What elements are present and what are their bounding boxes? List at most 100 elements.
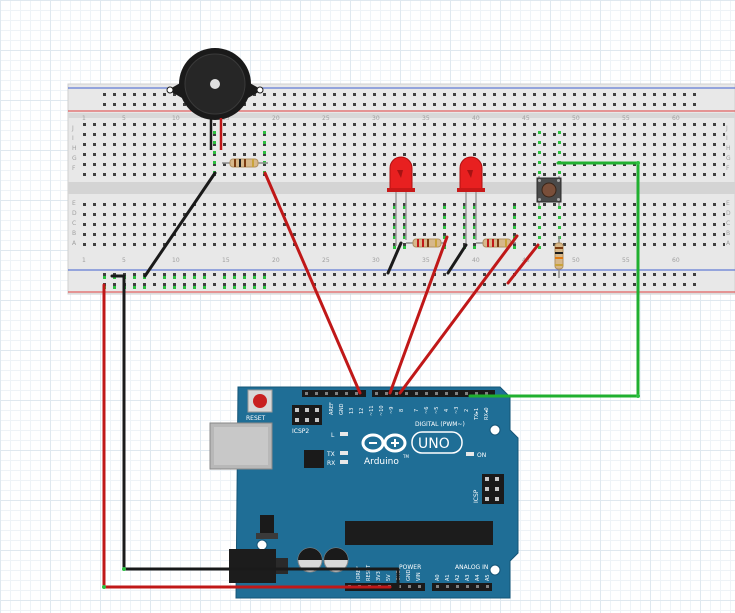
icsp2-label: ICSP2 bbox=[292, 428, 309, 435]
analog-pin-labels: A0 A1 A2 A3 A4 A5 bbox=[435, 574, 491, 581]
pin-label-a5: A5 bbox=[485, 574, 491, 581]
column-number: 40 bbox=[472, 115, 480, 122]
pin-label-10: ~10 bbox=[379, 405, 385, 416]
reset-label: RESET bbox=[246, 415, 266, 422]
pin-label-1: TX▸1 bbox=[474, 408, 480, 421]
row-letter: C bbox=[72, 220, 76, 227]
row-letter: G bbox=[72, 155, 77, 162]
dc-power-jack bbox=[229, 549, 276, 583]
column-number: 60 bbox=[672, 115, 680, 122]
row-letter: D bbox=[72, 210, 77, 217]
power-rail-bottom-holes bbox=[100, 273, 700, 290]
pin-label-4: 4 bbox=[444, 409, 450, 412]
column-number: 25 bbox=[322, 257, 330, 264]
resistor-buzzer[interactable] bbox=[222, 158, 268, 168]
pin-label-gnd-2: GND bbox=[406, 569, 412, 581]
column-number: 50 bbox=[572, 115, 580, 122]
pin-label-reset: RESET bbox=[366, 564, 372, 581]
reset-button[interactable] bbox=[247, 389, 273, 413]
column-number: 25 bbox=[322, 115, 330, 122]
wire-led2-pin9[interactable] bbox=[398, 234, 519, 395]
atmega-microcontroller bbox=[345, 521, 493, 545]
tx-led-label: TX bbox=[326, 451, 335, 458]
row-letter: A bbox=[72, 240, 77, 247]
column-number: 35 bbox=[422, 257, 430, 264]
red-led-2[interactable] bbox=[457, 156, 485, 246]
column-number: 1 bbox=[82, 257, 86, 264]
row-letter: B bbox=[726, 230, 730, 237]
pin-label-aref: AREF bbox=[329, 402, 335, 415]
column-numbers: 1 5 10 15 20 25 30 35 40 45 50 55 60 1 5… bbox=[82, 115, 680, 264]
row-letter: C bbox=[726, 220, 730, 227]
wire-button-5v[interactable] bbox=[506, 243, 540, 285]
trademark-label: TM bbox=[402, 454, 409, 459]
column-number: 50 bbox=[572, 257, 580, 264]
resistor-button[interactable] bbox=[554, 236, 564, 278]
wire-button-pin2[interactable] bbox=[468, 161, 640, 398]
row-letter: H bbox=[72, 145, 77, 152]
row-letter: E bbox=[726, 200, 730, 207]
on-led-label: ON bbox=[477, 452, 486, 459]
terminal-strip-bottom bbox=[80, 198, 725, 253]
row-letter: J bbox=[71, 125, 74, 132]
wire-buzzer-pin12[interactable] bbox=[263, 171, 362, 395]
wire-led2-gnd[interactable] bbox=[446, 243, 468, 275]
analog-label: ANALOG IN bbox=[455, 564, 488, 571]
row-letter: D bbox=[726, 210, 731, 217]
row-letter: G bbox=[726, 155, 731, 162]
l-led-indicator bbox=[340, 432, 348, 436]
arduino-uno-board: RESET ICSP2 ICSP L TX RX ON bbox=[209, 386, 519, 599]
pin-label-vin: VIN bbox=[416, 572, 422, 581]
red-led-1[interactable] bbox=[387, 156, 415, 246]
column-number: 60 bbox=[672, 257, 680, 264]
column-number: 55 bbox=[622, 257, 630, 264]
wire-led1-gnd[interactable] bbox=[386, 241, 403, 275]
digital-pin-labels: AREF GND 13 12 ~11 ~10 ~9 8 7 ~6 ~5 4 ~3… bbox=[329, 402, 490, 421]
rx-led-label: RX bbox=[327, 460, 335, 467]
on-led-indicator bbox=[466, 452, 474, 456]
pin-label-3: ~3 bbox=[454, 407, 460, 414]
wire-led1-pin10[interactable] bbox=[388, 235, 449, 395]
wire-buzzer-gnd[interactable] bbox=[143, 171, 217, 278]
resistor-led-2[interactable] bbox=[476, 238, 516, 248]
push-button[interactable] bbox=[536, 176, 562, 206]
arduino-brand-label: Arduino bbox=[364, 457, 399, 467]
column-number: 30 bbox=[372, 257, 380, 264]
row-letter: I bbox=[72, 135, 74, 142]
column-number: 5 bbox=[122, 115, 126, 122]
wire-endpoints bbox=[102, 161, 640, 589]
column-number: 20 bbox=[272, 257, 280, 264]
column-number: 55 bbox=[622, 115, 630, 122]
column-number: 40 bbox=[472, 257, 480, 264]
column-number: 20 bbox=[272, 115, 280, 122]
column-number: 15 bbox=[222, 257, 230, 264]
uno-label: UNO bbox=[418, 436, 450, 452]
digital-label: DIGITAL (PWM~) bbox=[415, 421, 465, 428]
row-letter: F bbox=[726, 165, 730, 172]
pin-label-a3: A3 bbox=[465, 574, 471, 581]
pin-label-7: 7 bbox=[414, 409, 420, 412]
pin-label-11: ~11 bbox=[369, 405, 375, 416]
arduino-infinity-logo bbox=[361, 433, 407, 453]
pin-label-gnd: GND bbox=[339, 403, 345, 415]
row-letters: J I H G F E D C B A J I H G F E D C B A bbox=[71, 125, 731, 247]
pin-label-5v: 5V bbox=[386, 574, 392, 581]
resistor-led-1[interactable] bbox=[406, 238, 446, 248]
pin-label-a2: A2 bbox=[455, 574, 461, 581]
column-number: 15 bbox=[222, 115, 230, 122]
pin-label-a0: A0 bbox=[435, 574, 441, 581]
pin-label-8: 8 bbox=[399, 409, 405, 412]
row-letter: H bbox=[726, 145, 731, 152]
uno-badge bbox=[411, 431, 463, 454]
piezo-buzzer[interactable] bbox=[166, 48, 264, 150]
l-led-label: L bbox=[331, 432, 335, 439]
pin-label-5: ~5 bbox=[434, 407, 440, 414]
icsp-header bbox=[482, 474, 504, 504]
pin-label-0: RX◂0 bbox=[484, 407, 490, 420]
row-letter: A bbox=[726, 240, 731, 247]
column-number: 35 bbox=[422, 115, 430, 122]
row-letter: J bbox=[725, 125, 728, 132]
usb-chip bbox=[304, 450, 324, 468]
column-number: 5 bbox=[122, 257, 126, 264]
